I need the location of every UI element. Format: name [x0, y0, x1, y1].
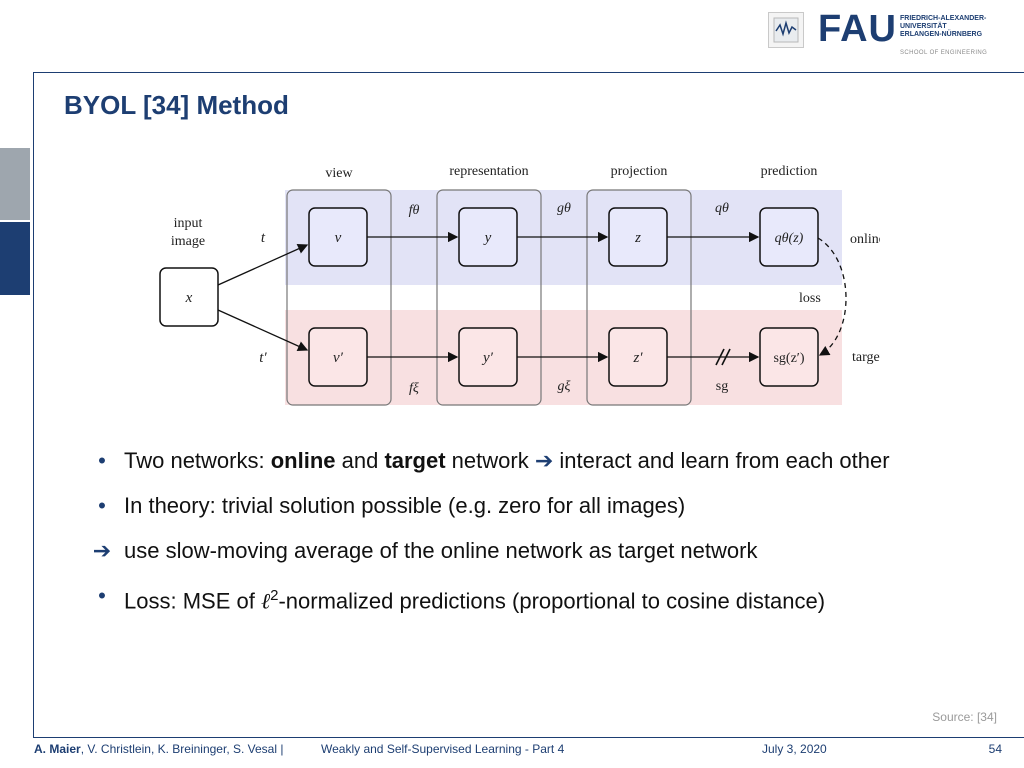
- target-function-label: sg: [716, 379, 728, 394]
- online-node-label: qθ(z): [775, 231, 804, 246]
- footer-main-author: A. Maier: [34, 742, 81, 756]
- bullet-bold-target: target: [384, 448, 446, 473]
- waveform-logo-icon: [773, 17, 799, 43]
- footer-course: Weakly and Self-Supervised Learning - Pa…: [321, 742, 565, 756]
- bullet-text: and: [335, 448, 385, 473]
- frame-bottom-line: [33, 737, 1024, 738]
- university-line: UNIVERSITÄT: [900, 23, 947, 30]
- bullet-text: Two networks:: [124, 448, 271, 473]
- bullet-text: In theory: trivial solution possible (e.…: [124, 493, 686, 518]
- column-header-view: view: [325, 166, 353, 181]
- bullet-dot: •: [98, 583, 106, 608]
- department-logo: [768, 12, 804, 48]
- target-node-label: z′: [632, 350, 643, 366]
- row-label-online: online: [850, 232, 880, 247]
- input-node-label: x: [185, 290, 193, 306]
- input-label: image: [171, 234, 205, 249]
- loss-label: loss: [799, 291, 821, 306]
- footer: A. Maier, V. Christlein, K. Breininger, …: [34, 742, 1004, 756]
- bullet-text: network: [445, 448, 535, 473]
- online-function-label: qθ: [715, 201, 729, 216]
- slide-title: BYOL [34] Method: [64, 90, 289, 120]
- bullet-text: use slow-moving average of the online ne…: [124, 538, 758, 563]
- bullet-text: interact and learn from each other: [553, 448, 890, 473]
- online-node-label: z: [634, 230, 641, 246]
- arrow-input-to-v-prime: [217, 309, 309, 352]
- bullet-text: -normalized predictions (proportional to…: [278, 588, 826, 614]
- bullet-item: • Two networks: online and target networ…: [90, 444, 990, 478]
- university-line: ERLANGEN-NÜRNBERG: [900, 31, 983, 38]
- bullet-item: ➔ use slow-moving average of the online …: [90, 534, 990, 568]
- stop-gradient-mark-icon: [715, 348, 725, 366]
- target-node-label: y′: [481, 350, 494, 366]
- arrow-input-to-v: [217, 243, 309, 286]
- column-header-representation: representation: [449, 164, 528, 179]
- online-node-label: v: [335, 230, 342, 246]
- bullet-dot: •: [98, 448, 106, 473]
- target-node-label: v′: [333, 350, 344, 366]
- university-line: FRIEDRICH-ALEXANDER-: [900, 15, 987, 22]
- university-name: FRIEDRICH-ALEXANDER- UNIVERSITÄT ERLANGE…: [900, 15, 986, 39]
- superscript: 2: [270, 587, 279, 604]
- online-node-prediction: [759, 207, 819, 267]
- side-tab-previous[interactable]: [0, 148, 30, 220]
- source-citation: Source: [34]: [932, 710, 997, 724]
- online-function-label: fθ: [409, 203, 420, 218]
- right-arrow-icon: ➔: [92, 538, 112, 563]
- bullet-text: Loss: MSE of: [124, 588, 261, 614]
- target-node-sg: [759, 327, 819, 387]
- transform-t-label: t: [261, 230, 266, 246]
- side-tab-current[interactable]: [0, 222, 30, 295]
- school-name: SCHOOL OF ENGINEERING: [900, 50, 988, 56]
- stop-gradient-mark-icon: [721, 348, 731, 366]
- fau-logo-letters: FAU: [818, 8, 897, 50]
- fau-logo: FAU FRIEDRICH-ALEXANDER- UNIVERSITÄT ERL…: [818, 8, 987, 56]
- target-function-label: gξ: [558, 379, 571, 394]
- footer-authors: A. Maier, V. Christlein, K. Breininger, …: [34, 742, 283, 756]
- transform-t-prime-label: t′: [259, 350, 267, 366]
- online-node-label: y: [483, 230, 492, 246]
- right-arrow-icon: ➔: [534, 448, 554, 473]
- column-header-projection: projection: [611, 164, 668, 179]
- view-column-frame: [286, 189, 392, 406]
- bullet-list: • Two networks: online and target networ…: [90, 444, 990, 629]
- online-function-label: gθ: [557, 201, 571, 216]
- input-node: [159, 267, 219, 327]
- row-label-target: target: [852, 350, 880, 365]
- bullet-item: • In theory: trivial solution possible (…: [90, 489, 990, 523]
- projection-column-frame: [586, 189, 692, 406]
- column-header-prediction: prediction: [761, 164, 818, 179]
- frame-left-line: [33, 72, 34, 738]
- target-function-label: fξ: [409, 381, 419, 396]
- page-number: 54: [988, 742, 1002, 756]
- representation-column-frame: [436, 189, 542, 406]
- input-label: input: [174, 216, 203, 231]
- target-node-label: sg(z′): [773, 351, 804, 366]
- loss-dashed-arrow: [817, 237, 847, 356]
- byol-diagram: view representation projection predictio…: [159, 164, 880, 406]
- bullet-dot: •: [98, 493, 106, 518]
- footer-coauthors: , V. Christlein, K. Breininger, S. Vesal…: [80, 742, 284, 756]
- bullet-item: • Loss: MSE of ℓ2-normalized predictions…: [90, 579, 990, 618]
- frame-top-line: [33, 72, 1024, 73]
- bullet-bold-online: online: [270, 448, 336, 473]
- ell-symbol: ℓ: [260, 588, 271, 614]
- footer-date: July 3, 2020: [762, 742, 827, 756]
